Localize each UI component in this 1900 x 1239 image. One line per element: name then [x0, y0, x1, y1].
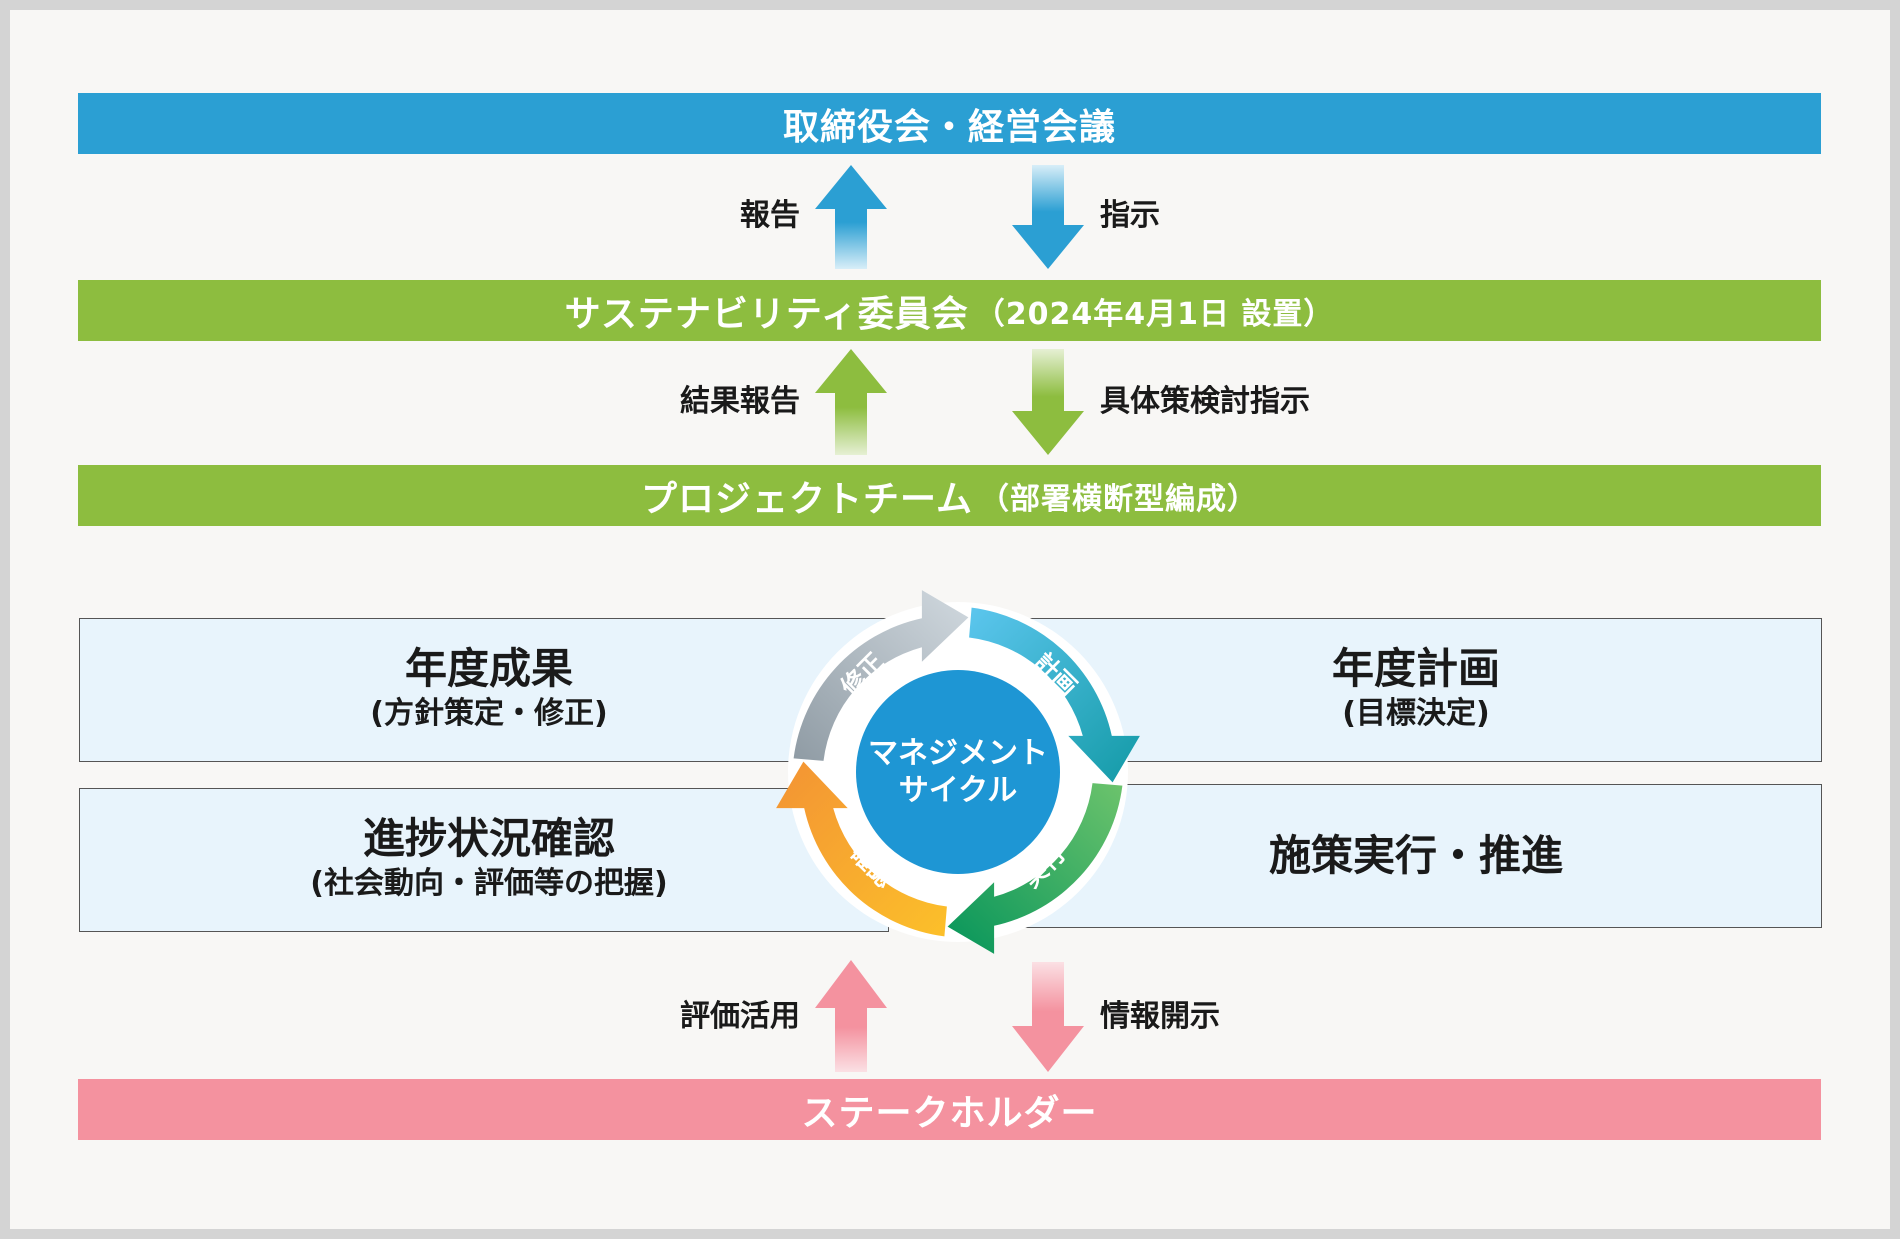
project-team-bar: プロジェクトチーム （部署横断型編成）	[78, 465, 1821, 526]
board-bar: 取締役会・経営会議	[78, 93, 1821, 154]
cycle-center-line1: マネジメント	[868, 736, 1048, 771]
results-text: 年度成果 (方針策定・修正)	[79, 643, 899, 732]
progress-text: 進捗状況確認 (社会動向・評価等の把握)	[79, 813, 899, 902]
evaluation-use-label: 評価活用	[680, 999, 800, 1034]
plan-arc	[969, 607, 1140, 783]
instruction-arrow-down	[1012, 165, 1084, 269]
progress-title: 進捗状況確認	[362, 814, 615, 863]
center-circle	[856, 670, 1060, 874]
plan-subtitle: (目標決定)	[1342, 695, 1490, 731]
report-label: 報告	[740, 198, 800, 233]
result-report-label: 結果報告	[680, 384, 800, 419]
execution-box	[1010, 784, 1822, 928]
project-team-bar-note: （部署横断型編成）	[978, 481, 1258, 517]
execution-title: 施策実行・推進	[1268, 831, 1563, 880]
committee-bar-label: サステナビリティ委員会	[564, 293, 969, 335]
plan-box	[1010, 618, 1822, 762]
stakeholder-bar: ステークホルダー	[78, 1079, 1821, 1140]
execution-text: 施策実行・推進	[1010, 830, 1822, 883]
result-report-arrow-up	[815, 349, 887, 455]
disclosure-arrow-down	[1012, 962, 1084, 1072]
act-arc	[793, 590, 969, 761]
results-box	[79, 618, 889, 762]
project-team-bar-label: プロジェクトチーム	[641, 478, 973, 520]
stakeholder-bar-label: ステークホルダー	[801, 1092, 1098, 1134]
evaluation-use-arrow-up	[815, 960, 887, 1072]
disclosure-label: 情報開示	[1100, 999, 1220, 1034]
do-arc	[947, 783, 1123, 954]
progress-box	[79, 788, 889, 932]
instruction-label: 指示	[1100, 198, 1160, 233]
check-arc	[776, 761, 947, 937]
report-arrow-up	[815, 165, 887, 269]
measure-instruction-arrow-down	[1012, 349, 1084, 455]
plan-title: 年度計画	[1331, 644, 1500, 693]
committee-bar: サステナビリティ委員会 （2024年4月1日 設置）	[78, 280, 1821, 341]
plan-text: 年度計画 (目標決定)	[1010, 643, 1822, 732]
management-cycle: マネジメント サイクル 計画 実行 確認 修正	[776, 590, 1140, 954]
cycle-center-line2: サイクル	[899, 773, 1018, 808]
committee-bar-note: （2024年4月1日 設置）	[974, 296, 1335, 332]
progress-subtitle: (社会動向・評価等の把握)	[310, 865, 668, 901]
measure-instruction-label: 具体策検討指示	[1100, 384, 1310, 419]
results-subtitle: (方針策定・修正)	[370, 695, 608, 731]
board-bar-label: 取締役会・経営会議	[782, 106, 1116, 148]
results-title: 年度成果	[404, 644, 573, 693]
